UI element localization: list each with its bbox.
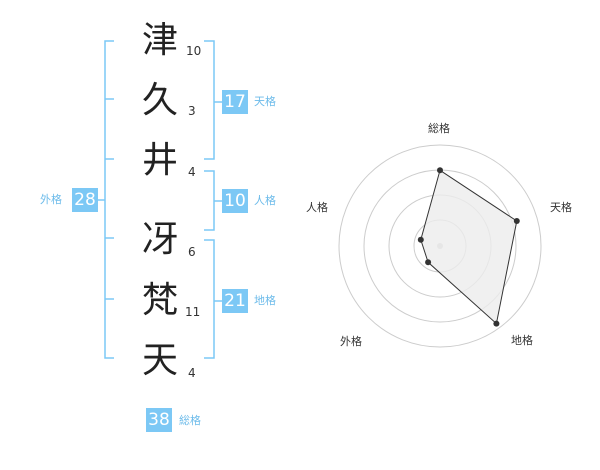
stroke-count-2: 3 xyxy=(188,104,196,118)
radar-point xyxy=(437,167,443,174)
tenkaku-bracket xyxy=(204,40,222,160)
stroke-count-1: 10 xyxy=(186,44,202,58)
name-char-4: 冴 xyxy=(141,219,178,260)
radar-area xyxy=(420,169,518,325)
radar-point xyxy=(493,320,500,327)
radar-point xyxy=(417,236,424,243)
name-char-6: 天 xyxy=(141,340,178,381)
radar-chart xyxy=(338,144,542,348)
name-char-5: 梵 xyxy=(141,280,178,321)
jinkaku-label: 人格 xyxy=(254,194,276,207)
chikaku-label: 地格 xyxy=(254,294,276,307)
radar-label-soukaku: 総格 xyxy=(428,122,450,135)
jinkaku-value: 10 xyxy=(222,189,248,213)
radar-point xyxy=(425,259,432,266)
radar-label-gaikaku: 外格 xyxy=(340,335,362,348)
soukaku-label: 総格 xyxy=(179,414,201,427)
name-char-3: 井 xyxy=(141,140,178,181)
stroke-count-5: 11 xyxy=(185,305,201,319)
gaikaku-label: 外格 xyxy=(40,193,62,206)
stroke-count-6: 4 xyxy=(188,366,196,380)
radar-label-chikaku: 地格 xyxy=(511,334,533,347)
name-char-2: 久 xyxy=(141,80,178,121)
tenkaku-value: 17 xyxy=(222,90,248,114)
soukaku-value: 38 xyxy=(146,408,172,432)
jinkaku-bracket xyxy=(204,170,222,231)
tenkaku-label: 天格 xyxy=(254,95,276,108)
gaikaku-value: 28 xyxy=(72,188,98,212)
radar-ring xyxy=(338,144,542,348)
name-char-1: 津 xyxy=(141,20,178,61)
chikaku-value: 21 xyxy=(222,289,248,313)
radar-label-jinkaku: 人格 xyxy=(306,201,328,214)
stroke-count-3: 4 xyxy=(188,165,196,179)
stroke-count-4: 6 xyxy=(188,245,196,259)
chikaku-bracket xyxy=(204,239,222,359)
radar-label-tenkaku: 天格 xyxy=(550,201,572,214)
radar-point xyxy=(513,218,520,224)
